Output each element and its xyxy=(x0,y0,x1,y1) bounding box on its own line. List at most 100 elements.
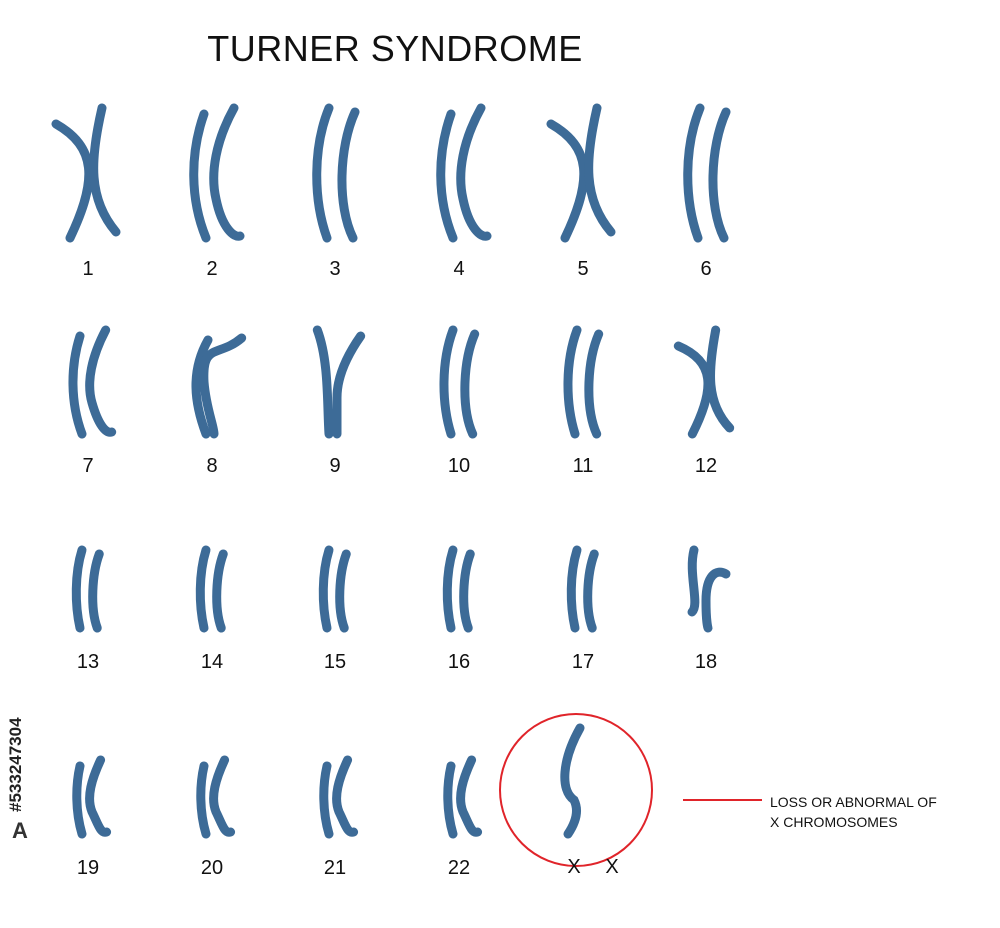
annotation-text: LOSS OR ABNORMAL OF X CHROMOSOMES xyxy=(770,792,937,832)
chromatid-5-1 xyxy=(546,119,589,243)
chromosome-label-8: 8 xyxy=(206,455,218,477)
chromatid-15-2 xyxy=(335,549,351,633)
chromatid-4-2 xyxy=(456,103,492,241)
chromatid-7-1 xyxy=(68,331,87,439)
chromatid-22-2 xyxy=(456,755,483,837)
chromosome-label-1: 1 xyxy=(82,258,94,280)
chromosome-label-7: 7 xyxy=(82,455,94,477)
chromosome-pair-12 xyxy=(673,325,735,439)
chromosome-pair-20 xyxy=(196,755,236,839)
annotation-line-2: X CHROMOSOMES xyxy=(770,814,898,830)
chromosome-label-6: 6 xyxy=(700,258,712,280)
chromatid-10-2 xyxy=(460,329,480,439)
chromosome-pair-21 xyxy=(319,755,359,839)
chromatid-20-2 xyxy=(209,755,236,837)
chromosome-pairs xyxy=(51,103,735,839)
chromosome-label-22: 22 xyxy=(447,857,471,879)
chromosome-pair-14 xyxy=(195,545,228,633)
chromatid-8-2 xyxy=(199,333,247,439)
chromosome-label-15: 15 xyxy=(323,651,347,673)
chromatid-17-2 xyxy=(583,549,599,633)
chromosome-pair-6 xyxy=(683,103,731,243)
chromatid-11-1 xyxy=(563,325,582,439)
chromosome-label-5: 5 xyxy=(577,258,589,280)
chromosome-label-4: 4 xyxy=(453,258,465,280)
annotation-line-1: LOSS OR ABNORMAL OF xyxy=(770,794,937,810)
chromosome-pair-1 xyxy=(51,103,121,243)
chromosome-pair-18 xyxy=(687,545,731,633)
chromosome-pair-7 xyxy=(68,325,117,439)
x-label-1: X xyxy=(567,856,581,878)
stock-logo-icon: A xyxy=(12,818,28,843)
chromosome-pair-2 xyxy=(189,103,245,243)
chromosome-label-13: 13 xyxy=(76,651,100,673)
chromatid-20-1 xyxy=(196,761,211,839)
chromatid-15-1 xyxy=(318,545,334,633)
stock-id-watermark: #533247304 xyxy=(6,717,25,812)
chromatid-19-2 xyxy=(85,755,112,837)
chromosome-pair-11 xyxy=(563,325,604,439)
chromosome-pair-13 xyxy=(71,545,104,633)
chromatid-21-1 xyxy=(319,761,334,839)
chromatid-3-1 xyxy=(312,103,334,243)
chromatid-17-1 xyxy=(566,545,582,633)
chromatid-13-1 xyxy=(71,545,87,633)
chromosome-pair-10 xyxy=(439,325,480,439)
x-chromosome xyxy=(560,723,585,839)
chromosome-pair-4 xyxy=(436,103,492,243)
chromosome-pair-3 xyxy=(312,103,360,243)
chromosome-pair-9 xyxy=(312,325,366,439)
chromatid-13-2 xyxy=(88,549,104,633)
chromosome-label-16: 16 xyxy=(447,651,471,673)
chromosome-pair-19 xyxy=(72,755,112,839)
chromosome-label-10: 10 xyxy=(447,455,471,477)
chromatid-1-2 xyxy=(89,103,121,237)
chromatid-6-2 xyxy=(708,107,731,243)
chromatid-12-1 xyxy=(673,341,713,439)
chromatid-14-1 xyxy=(195,545,211,633)
chromatid-18-2 xyxy=(701,567,731,633)
chromatid-14-2 xyxy=(212,549,228,633)
chromatid-12-2 xyxy=(706,325,735,433)
x-label-2: X xyxy=(605,856,619,878)
chromatid-4-1 xyxy=(436,109,458,243)
chromosome-label-17: 17 xyxy=(571,651,595,673)
chromatid-3-2 xyxy=(337,107,360,243)
chromosome-pair-22 xyxy=(443,755,483,839)
chromatid-6-1 xyxy=(683,103,705,243)
chromatid-8-1 xyxy=(191,335,213,439)
chromosome-label-21: 21 xyxy=(323,857,347,879)
chromatid-18-1 xyxy=(687,545,700,617)
chromosome-pair-8 xyxy=(191,333,247,439)
chromatid-16-1 xyxy=(442,545,458,633)
chromosome-pair-16 xyxy=(442,545,475,633)
chromatid-19-1 xyxy=(72,761,87,839)
chromatid-9-2 xyxy=(332,331,366,439)
chromatid-7-2 xyxy=(85,325,117,437)
chromatid-2-2 xyxy=(209,103,245,241)
chromosome-label-20: 20 xyxy=(200,857,224,879)
chromosome-pair-17 xyxy=(566,545,599,633)
chromosome-label-2: 2 xyxy=(206,258,218,280)
chromosome-label-19: 19 xyxy=(76,857,100,879)
chromosome-label-11: 11 xyxy=(572,455,594,477)
x-chromosome-highlight-circle xyxy=(499,713,653,867)
chromatid-1-1 xyxy=(51,119,94,243)
chromosome-pair-15 xyxy=(318,545,351,633)
chromatid-21-2 xyxy=(332,755,359,837)
chromatid-9-1 xyxy=(312,325,334,439)
chromosome-label-14: 14 xyxy=(200,651,224,673)
chromatid-2-1 xyxy=(189,109,211,243)
chromosome-label-12: 12 xyxy=(694,455,718,477)
page-title: TURNER SYNDROME xyxy=(207,28,583,69)
chromosome-label-3: 3 xyxy=(329,258,341,280)
chromatid-16-2 xyxy=(459,549,475,633)
chromatid-5-2 xyxy=(584,103,616,237)
chromatid-11-2 xyxy=(584,329,604,439)
chromosome-label-18: 18 xyxy=(694,651,718,673)
chromatid-10-1 xyxy=(439,325,458,439)
chromosome-pair-5 xyxy=(546,103,616,243)
chromosome-label-9: 9 xyxy=(329,455,341,477)
